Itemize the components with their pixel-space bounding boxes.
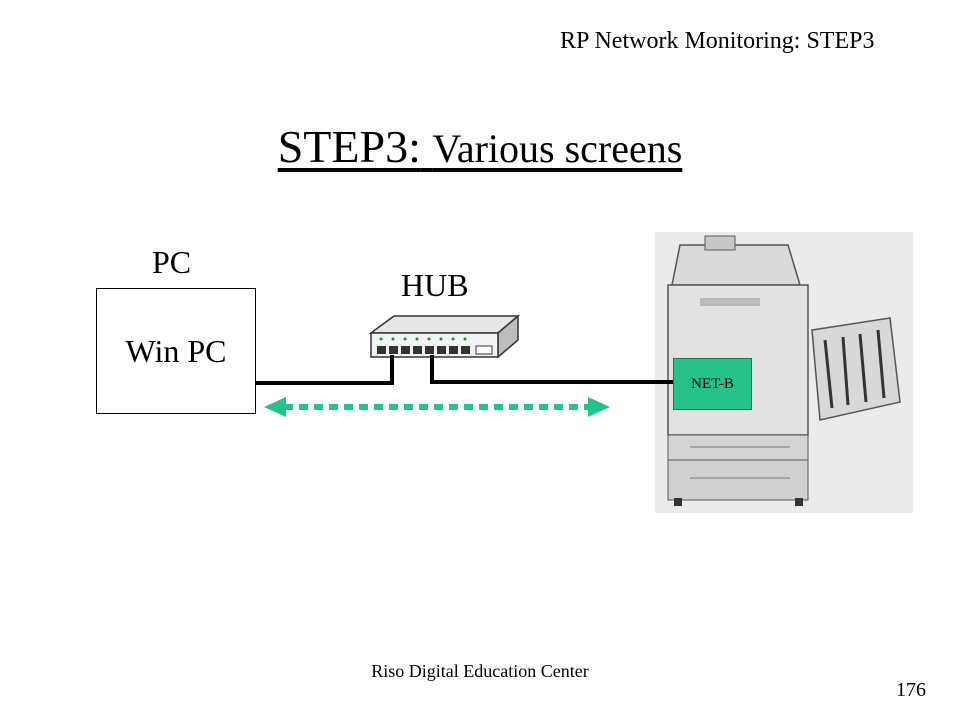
pc-box: Win PC [96,288,256,414]
net-b-label: NET-B [691,375,734,392]
slide-title-rest: Various screens [432,126,683,171]
footer-organization: Riso Digital Education Center [371,661,589,681]
hub-device [368,314,521,359]
printer-image [655,232,913,513]
communication-arrow [264,397,610,417]
cable-pc-to-hub [256,355,394,385]
cable-hub-to-printer [430,355,673,384]
net-b-card: NET-B [673,358,752,410]
slide-title: STEP3: Various screens [0,120,960,173]
pc-box-text: Win PC [125,332,227,369]
pc-label: PC [152,244,192,280]
page-number: 176 [896,679,926,701]
slide-title-step: STEP3: [277,121,421,172]
header-title: RP Network Monitoring: STEP3 [560,28,875,54]
hub-label: HUB [401,267,469,303]
